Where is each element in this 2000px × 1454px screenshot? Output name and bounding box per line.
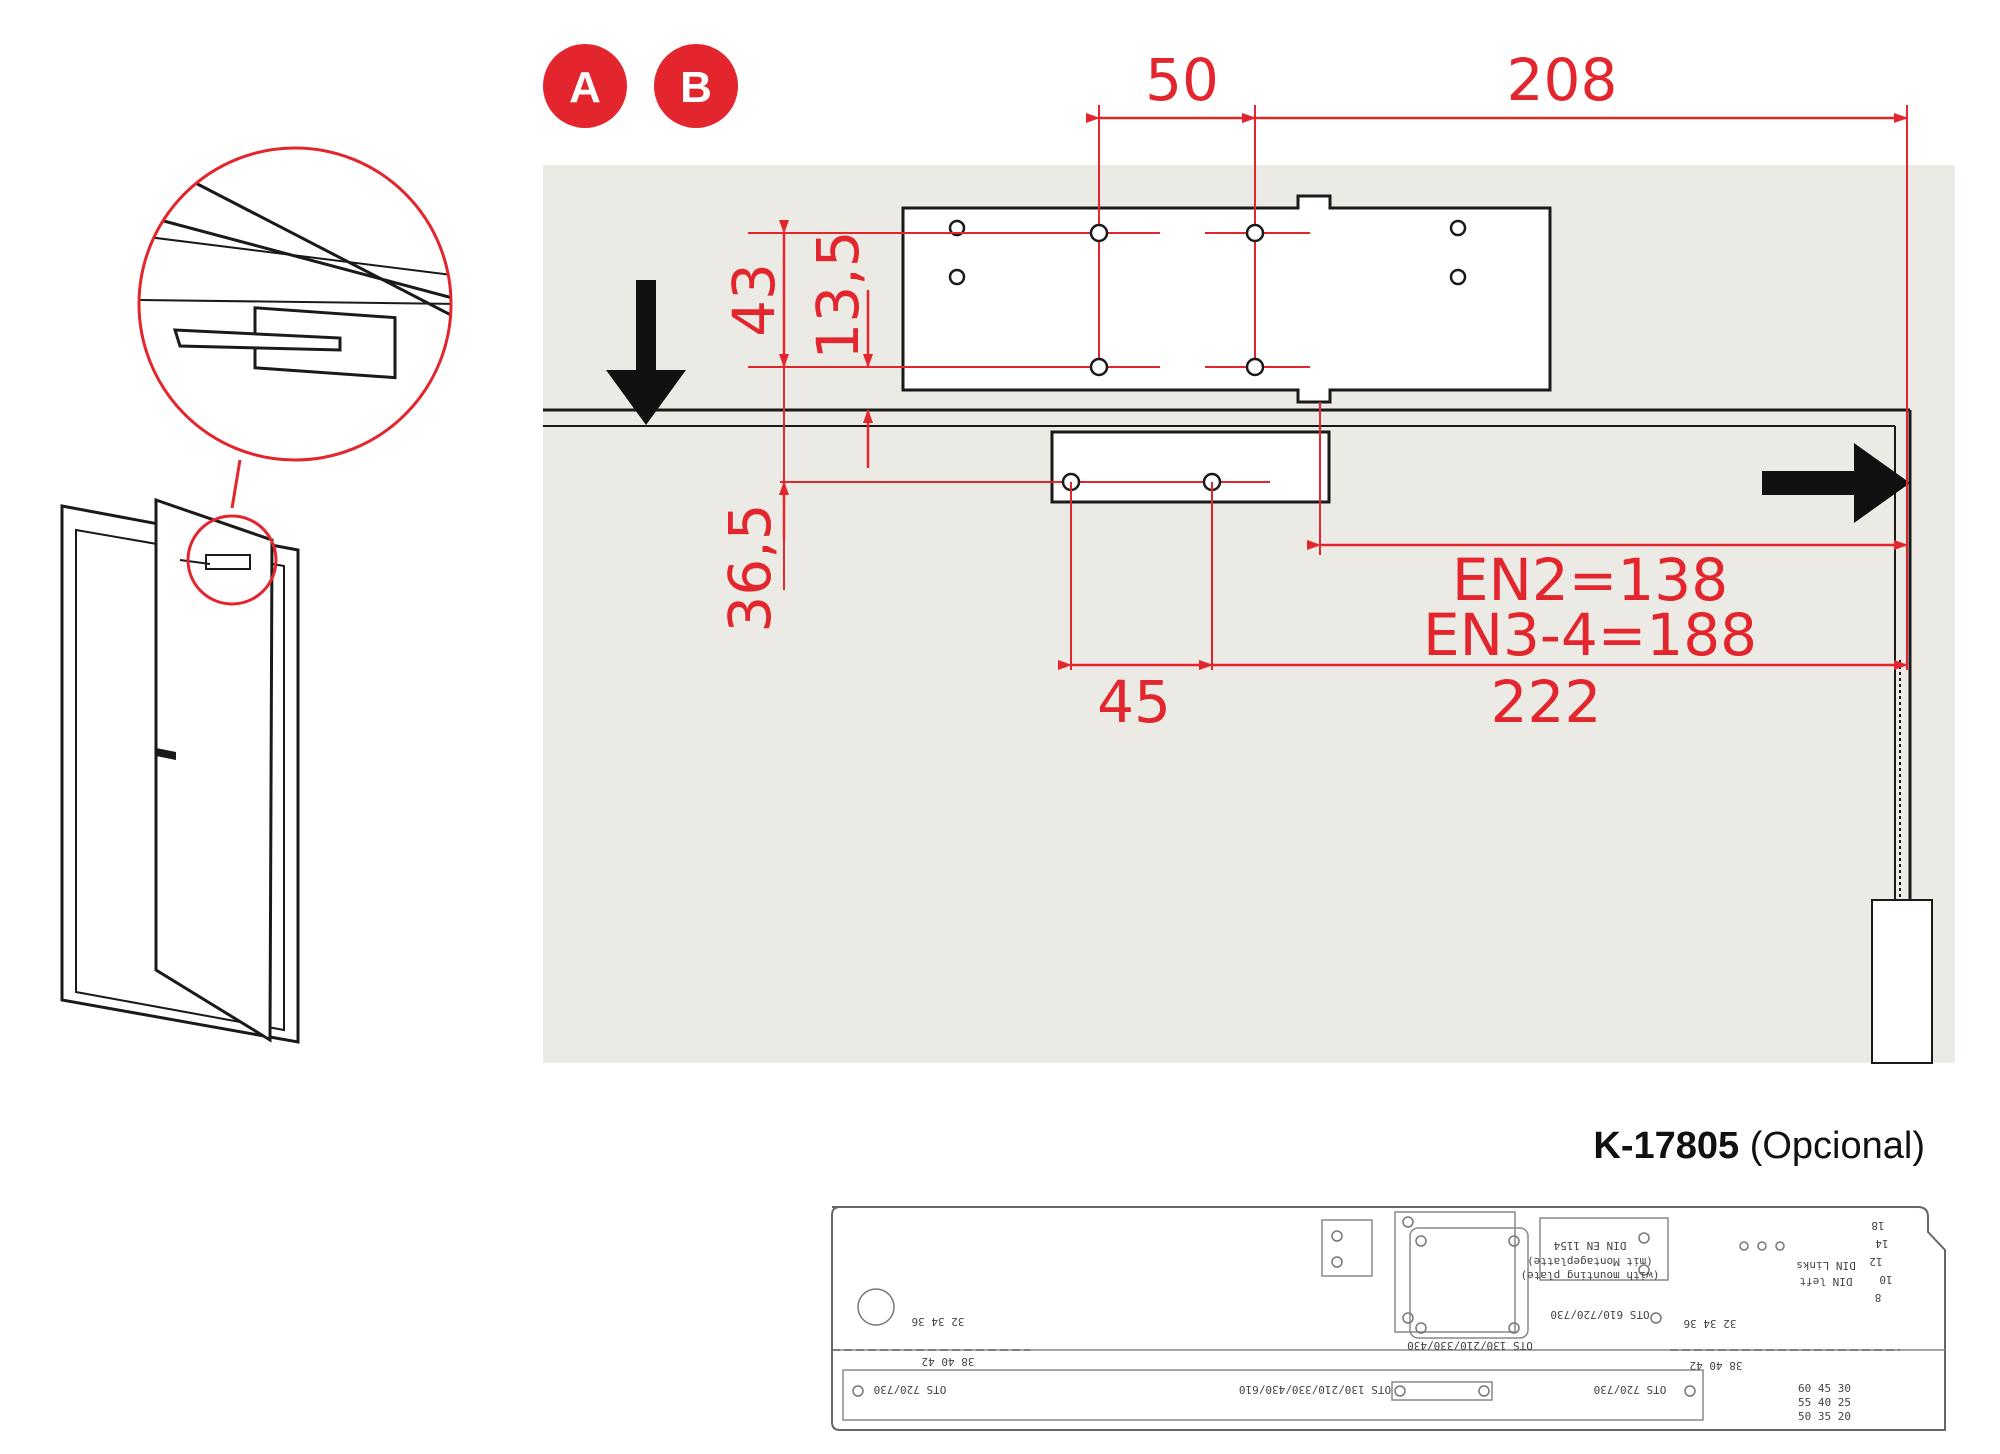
arm-mounting-plate (1050, 430, 1331, 504)
dim-43: 43 (720, 263, 788, 337)
template-nums-b: 38 40 42 (922, 1355, 975, 1368)
template-din-left: DIN left (1800, 1275, 1853, 1288)
arrow-right-icon (1762, 443, 1910, 523)
template-grid-3: 50 35 20 (1798, 1410, 1851, 1423)
badge-b-label: B (680, 63, 712, 112)
template-nums-d: 38 40 42 (1690, 1359, 1743, 1372)
door-frame-lines (543, 408, 1933, 1064)
template-with-plate: (with mounting plate) (1520, 1269, 1659, 1282)
template-din-en: DIN EN 1154 (1553, 1239, 1626, 1252)
badge-a: A (543, 44, 627, 128)
dim-208: 208 (1507, 46, 1618, 114)
door-illustration (60, 146, 453, 1044)
template-grid-1: 60 45 30 (1798, 1382, 1851, 1395)
dim-222: 222 (1491, 668, 1602, 736)
dim-50: 50 (1145, 46, 1219, 114)
dim-en2: EN2=138 (1452, 546, 1728, 614)
template-side-8: 8 (1875, 1291, 1882, 1304)
badge-a-label: A (569, 63, 601, 112)
template-ots-130a: OTS 130/210/330/430 (1407, 1339, 1533, 1352)
drilling-template: DIN EN 1154 (mit Montageplatte) (with mo… (831, 1206, 1946, 1431)
dim-en3-4: EN3-4=188 (1423, 601, 1757, 669)
arrow-down-icon (606, 280, 686, 425)
template-ots-130b: OTS 130/210/330/430/610 (1239, 1383, 1391, 1396)
dim-45: 45 (1097, 668, 1171, 736)
template-ots-720b: OTS 720/730 (1594, 1383, 1667, 1396)
part-note: (Opcional) (1750, 1125, 1925, 1167)
closer-mounting-plate (901, 194, 1552, 404)
template-side-10: 10 (1879, 1273, 1892, 1286)
dim-13-5: 13,5 (804, 230, 872, 359)
template-side-14: 14 (1875, 1237, 1889, 1250)
template-side-18: 18 (1871, 1219, 1884, 1232)
part-caption: K-17805 (Opcional) (1593, 1125, 1925, 1167)
template-nums-c: 32 34 36 (1684, 1317, 1737, 1330)
template-ots-610: OTS 610/720/730 (1550, 1308, 1649, 1321)
template-mit-platte: (mit Montageplatte) (1527, 1255, 1653, 1268)
dim-36-5: 36,5 (716, 503, 784, 632)
template-din-links: DIN Links (1796, 1259, 1856, 1272)
dimension-lines (748, 105, 1908, 670)
part-code: K-17805 (1593, 1125, 1739, 1167)
template-nums-a: 32 34 36 (912, 1315, 965, 1328)
badge-b: B (654, 44, 738, 128)
template-ots-720a: OTS 720/730 (874, 1383, 947, 1396)
template-grid-2: 55 40 25 (1798, 1396, 1851, 1409)
template-side-12: 12 (1869, 1255, 1882, 1268)
zoom-detail-circle (137, 146, 453, 509)
